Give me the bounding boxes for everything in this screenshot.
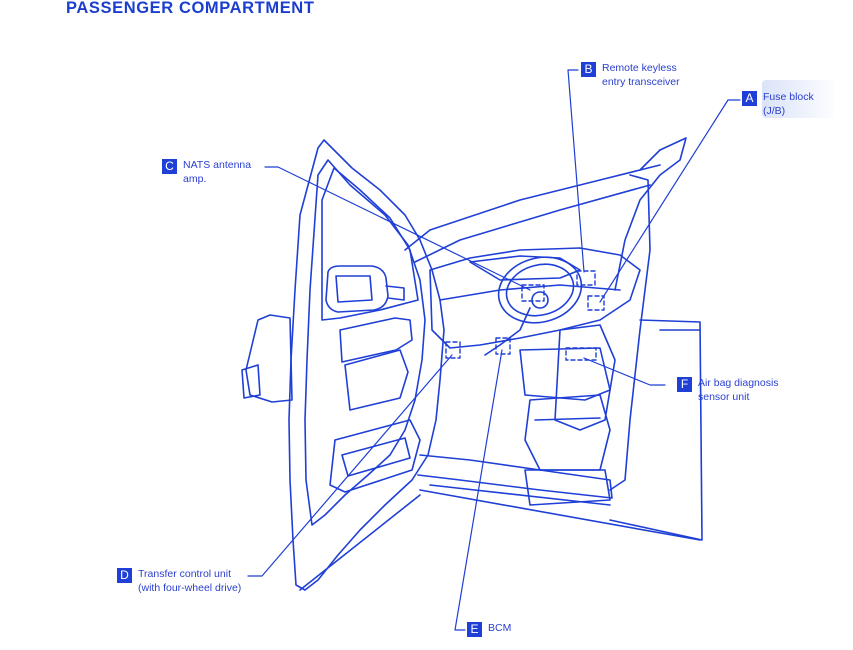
location-e-bcm [495,337,511,355]
leader-e [454,349,503,631]
callout-letter-e: E [467,622,482,637]
location-f-airbag [565,347,597,361]
door-window-glass [321,167,419,321]
callout-label-a: Fuse block (J/B) [763,91,814,117]
callout-label-d: Transfer control unit (with four-wheel d… [138,568,242,594]
callout-f-airbag-sensor: F Air bag diagnosis sensor unit [677,377,779,404]
b-pillar [609,174,651,491]
callout-label-b: Remote keyless entry transceiver [602,62,680,88]
location-b-keyless [576,270,596,286]
callout-label-e: BCM [488,622,512,634]
callout-letter-a: A [742,91,757,106]
steering-wheel [497,256,583,324]
door-handle-area [344,349,409,411]
callout-letter-b: B [581,62,596,77]
steering-column [484,307,531,356]
windshield-frame [614,137,687,291]
leader-f [583,357,666,386]
location-d-transfer [445,341,461,359]
mirror-mount [385,285,405,301]
leader-d [247,354,453,577]
body-side-panel [609,319,703,541]
door-hinge [245,314,293,403]
roof-line [414,184,651,263]
page-title: PASSENGER COMPARTMENT [66,0,315,17]
a-pillar [404,164,661,251]
location-c-nats [521,284,545,302]
lower-rocker [419,489,701,541]
callout-e-bcm: E BCM [467,622,511,637]
location-a-fuse [587,295,605,311]
callout-c-nats-antenna: C NATS antenna amp. [162,159,251,186]
fuse-block-highlight [762,80,834,118]
callout-letter-c: C [162,159,177,174]
door-inner-frame [304,159,426,526]
callout-a-fuse-block: A Fuse block (J/B) [742,91,814,118]
door-pocket-inner [341,437,411,477]
side-mirror-inner [335,275,373,303]
door-sill [417,454,613,499]
callout-d-transfer-control: D Transfer control unit (with four-wheel… [117,568,241,595]
dashboard [429,247,641,349]
callout-label-c: NATS antenna amp. [183,159,252,185]
door-armrest [339,317,413,363]
leader-b [567,69,585,273]
door-pocket [329,419,421,493]
seat-lower [524,469,611,506]
callout-label-f: Air bag diagnosis sensor unit [698,377,779,403]
leader-a [599,99,741,303]
instrument-hood [469,255,581,281]
leader-c [264,166,531,291]
steering-hub [531,291,549,309]
callout-letter-f: F [677,377,692,392]
side-mirror [325,265,389,313]
callout-letter-d: D [117,568,132,583]
callout-b-remote-keyless: B Remote keyless entry transceiver [581,62,680,89]
seat-cushion [524,394,611,471]
